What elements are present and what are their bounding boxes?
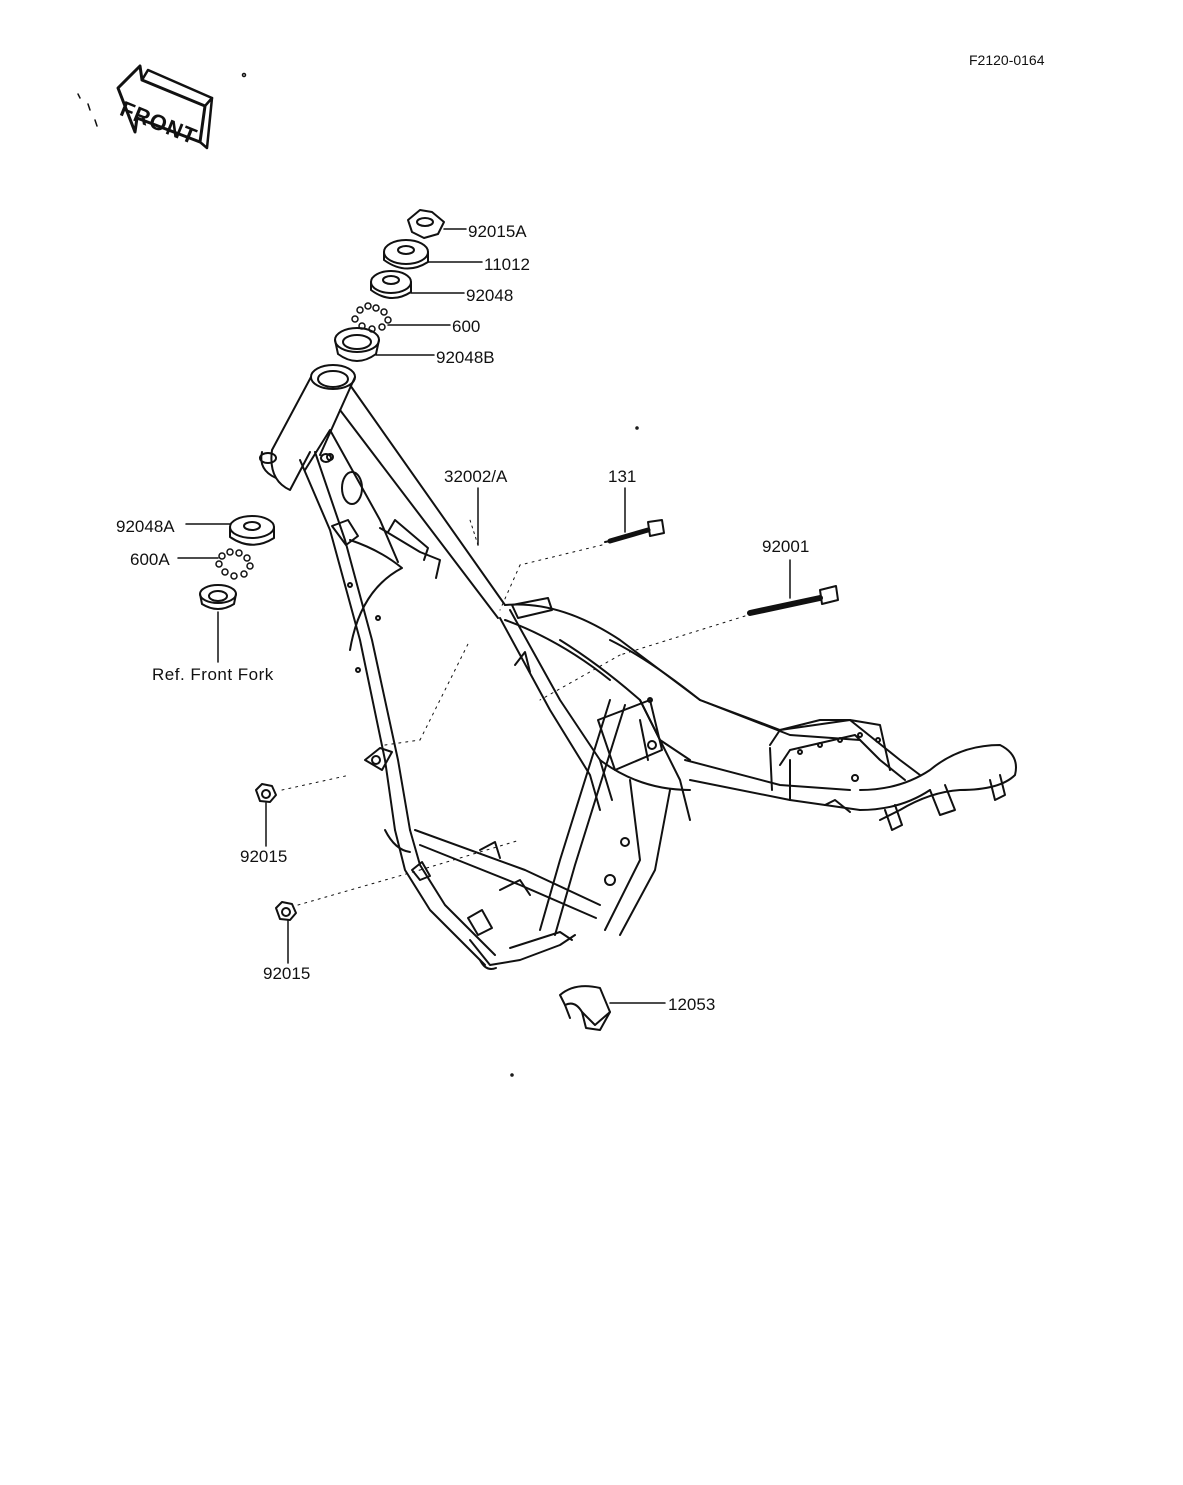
nut-92015-upper bbox=[255, 783, 277, 803]
front-fork-ref-cup bbox=[199, 584, 237, 610]
part-label-92048B: 92048B bbox=[436, 348, 495, 367]
diagram-code: F2120-0164 bbox=[969, 52, 1045, 68]
part-label-92001: 92001 bbox=[762, 537, 810, 556]
bolt-92001 bbox=[747, 585, 839, 616]
part-label-600: 600 bbox=[452, 317, 481, 336]
bearing-race-92048 bbox=[370, 270, 412, 299]
part-label-92048A: 92048A bbox=[116, 517, 175, 536]
part-label-92048: 92048 bbox=[466, 286, 514, 305]
part-label-92015A: 92015A bbox=[468, 222, 527, 241]
part-label-92015-lower: 92015 bbox=[263, 964, 311, 983]
bolt-131 bbox=[604, 519, 665, 544]
front-arrow-icon bbox=[116, 64, 214, 150]
steel-balls-600A bbox=[215, 548, 254, 580]
scan-specks bbox=[77, 72, 639, 1077]
washer-11012 bbox=[383, 239, 429, 270]
part-label-92015-upper: 92015 bbox=[240, 847, 288, 866]
part-label-12053: 12053 bbox=[668, 995, 716, 1014]
part-label-11012: 11012 bbox=[484, 255, 531, 274]
frame-32002 bbox=[259, 364, 1017, 970]
reference-note: Ref. Front Fork bbox=[152, 665, 274, 684]
cover-12053 bbox=[559, 985, 611, 1031]
nut-92015-lower bbox=[275, 901, 297, 921]
part-label-32002A: 32002/A bbox=[444, 467, 508, 486]
steering-nut-92015A bbox=[407, 209, 445, 239]
bearing-cup-92048B bbox=[334, 327, 380, 362]
part-label-131: 131 bbox=[608, 467, 637, 486]
part-label-600A: 600A bbox=[130, 550, 170, 569]
bearing-race-92048A bbox=[229, 515, 275, 546]
